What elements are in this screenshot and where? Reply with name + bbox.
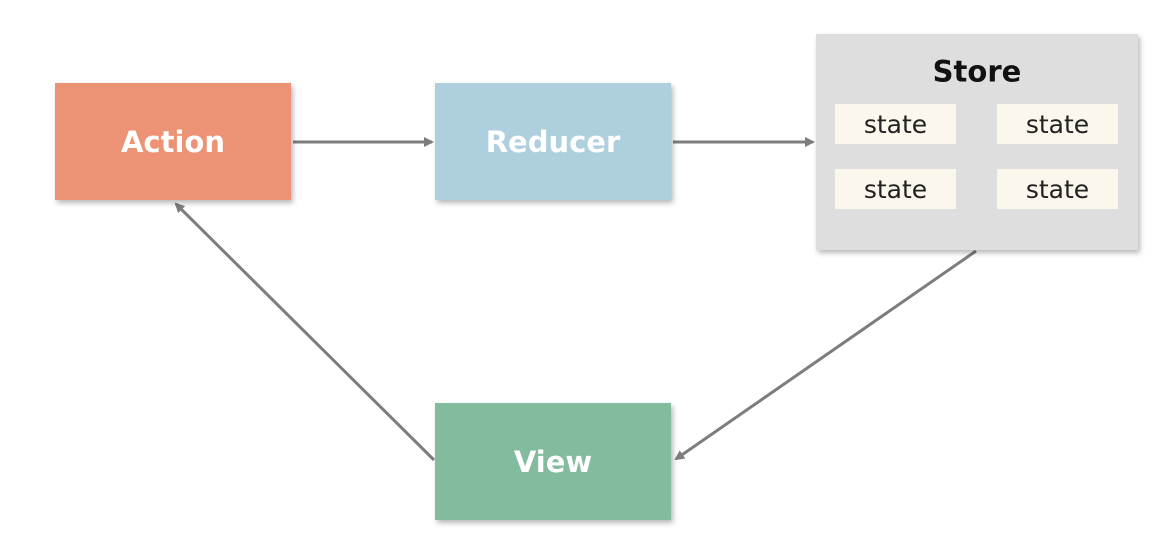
arrow-store-to-view bbox=[674, 249, 977, 461]
reducer-label: Reducer bbox=[485, 124, 621, 159]
action-label: Action bbox=[120, 124, 225, 159]
arrow-view-to-action bbox=[174, 202, 436, 462]
state-box: state bbox=[997, 104, 1118, 144]
store-node: Store state state state state bbox=[816, 34, 1138, 250]
state-box: state bbox=[835, 104, 956, 144]
reducer-node: Reducer bbox=[435, 83, 671, 200]
view-node: View bbox=[435, 403, 671, 520]
store-label: Store bbox=[932, 54, 1022, 89]
view-label: View bbox=[513, 444, 593, 479]
state-box: state bbox=[997, 169, 1118, 209]
action-node: Action bbox=[55, 83, 291, 200]
state-box: state bbox=[835, 169, 956, 209]
